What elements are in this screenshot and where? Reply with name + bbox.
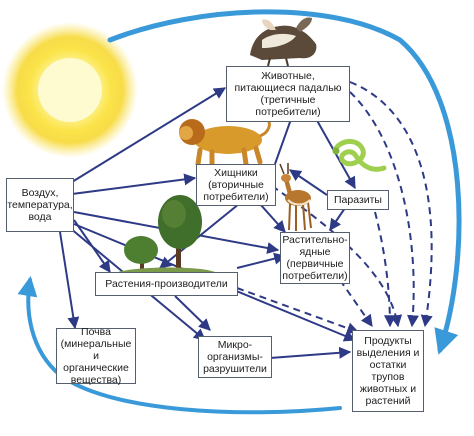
node-predators: Хищники (вторичные потребители) <box>196 164 276 206</box>
node-remains-label: Продукты выделения и остатки трупов живо… <box>356 335 420 407</box>
lion-picture <box>179 116 271 169</box>
snake-picture <box>332 139 387 172</box>
sun-picture <box>2 22 138 158</box>
node-predators-label: Хищники (вторичные потребители) <box>203 167 269 203</box>
vulture-picture <box>250 17 317 67</box>
dashed-arrows <box>236 81 433 334</box>
node-scavengers: Животные, питающиеся падалью (третичные … <box>226 66 350 122</box>
node-environment-label: Воздух, температура, вода <box>7 187 73 223</box>
node-microbes-label: Микро-организмы-разрушители <box>203 339 267 375</box>
node-remains: Продукты выделения и остатки трупов живо… <box>352 330 424 412</box>
node-parasites: Паразиты <box>327 190 389 210</box>
node-herbivores: Растительно-ядные (первичные потребители… <box>280 232 350 284</box>
trees-picture <box>118 195 215 272</box>
node-herbivores-label: Растительно-ядные (первичные потребители… <box>282 234 348 282</box>
node-plants-label: Растения-производители <box>105 278 228 290</box>
node-environment: Воздух, температура, вода <box>6 178 74 232</box>
node-parasites-label: Паразиты <box>334 194 382 206</box>
node-plants: Растения-производители <box>95 272 238 296</box>
cycle-arc <box>17 9 462 415</box>
node-soil: Почва (минеральные и органические вещест… <box>56 326 136 386</box>
node-scavengers-label: Животные, питающиеся падалью (третичные … <box>234 70 342 118</box>
antelope-picture <box>279 163 312 231</box>
node-microbes: Микро-организмы-разрушители <box>198 336 272 378</box>
node-soil-label: Почва (минеральные и органические вещест… <box>60 326 132 386</box>
